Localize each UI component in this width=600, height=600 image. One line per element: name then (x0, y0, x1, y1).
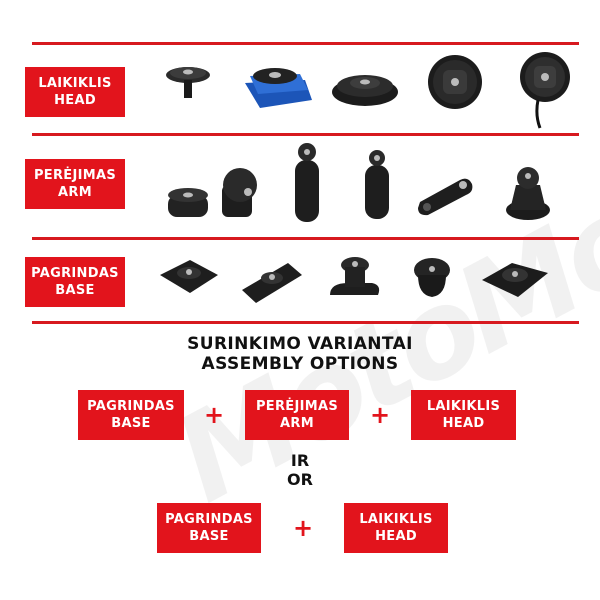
arm-product-2 (222, 168, 257, 217)
row-label-base: PAGRINDAS BASE (25, 257, 125, 307)
option1-base-lt: PAGRINDAS (87, 399, 175, 414)
option1-arm-box: PERĖJIMAS ARM (245, 390, 349, 440)
option2-head-box: LAIKIKLIS HEAD (344, 503, 448, 553)
arm-product-4 (365, 150, 389, 219)
head-products (166, 52, 570, 129)
head-product-2 (245, 68, 312, 108)
head-product-1 (166, 67, 210, 98)
plus-icon: + (292, 514, 314, 542)
assembly-title-lt: SURINKIMO VARIANTAI (187, 334, 413, 354)
base-products (160, 257, 548, 303)
arm-products (168, 143, 550, 222)
base-product-2 (242, 263, 302, 303)
head-product-5 (520, 52, 570, 129)
option2-base-lt: PAGRINDAS (165, 512, 253, 527)
head-product-3 (332, 75, 398, 106)
row-label-arm: PERĖJIMAS ARM (25, 159, 125, 209)
option1-base-en: BASE (111, 416, 151, 431)
row-label-head-en: HEAD (54, 93, 96, 108)
base-product-3 (330, 257, 380, 295)
arm-product-3 (295, 143, 319, 222)
divider-1 (32, 133, 579, 136)
option2-head-lt: LAIKIKLIS (359, 512, 433, 527)
divider-3 (32, 321, 579, 324)
row-label-arm-lt: PERĖJIMAS (33, 168, 117, 183)
plus-icon: + (203, 401, 225, 429)
base-product-1 (160, 260, 218, 293)
option1-base-box: PAGRINDAS BASE (78, 390, 184, 440)
or-label-lt: IR (290, 451, 310, 470)
option2-base-box: PAGRINDAS BASE (157, 503, 261, 553)
assembly-title-en: ASSEMBLY OPTIONS (201, 354, 399, 374)
base-product-5 (482, 263, 548, 297)
divider-top (32, 42, 579, 45)
option2-head-en: HEAD (375, 529, 417, 544)
option1-head-lt: LAIKIKLIS (426, 399, 501, 414)
divider-2 (32, 237, 579, 240)
row-label-arm-en: ARM (58, 185, 92, 200)
arm-product-6 (506, 167, 550, 220)
option2-base-en: BASE (189, 529, 229, 544)
option1-head-box: LAIKIKLIS HEAD (411, 390, 516, 440)
head-product-4 (428, 55, 482, 109)
row-label-head-lt: LAIKIKLIS (38, 76, 112, 91)
option1-arm-lt: PERĖJIMAS (255, 399, 339, 414)
plus-icon: + (369, 401, 391, 429)
row-label-head: LAIKIKLIS HEAD (25, 67, 125, 117)
option1-arm-en: ARM (280, 416, 314, 431)
row-label-base-lt: PAGRINDAS (31, 266, 119, 281)
arm-product-5 (418, 178, 473, 216)
row-label-base-en: BASE (55, 283, 95, 298)
or-label-en: OR (287, 470, 313, 489)
base-product-4 (414, 258, 450, 297)
option1-head-en: HEAD (442, 416, 485, 431)
arm-product-1 (168, 188, 208, 217)
